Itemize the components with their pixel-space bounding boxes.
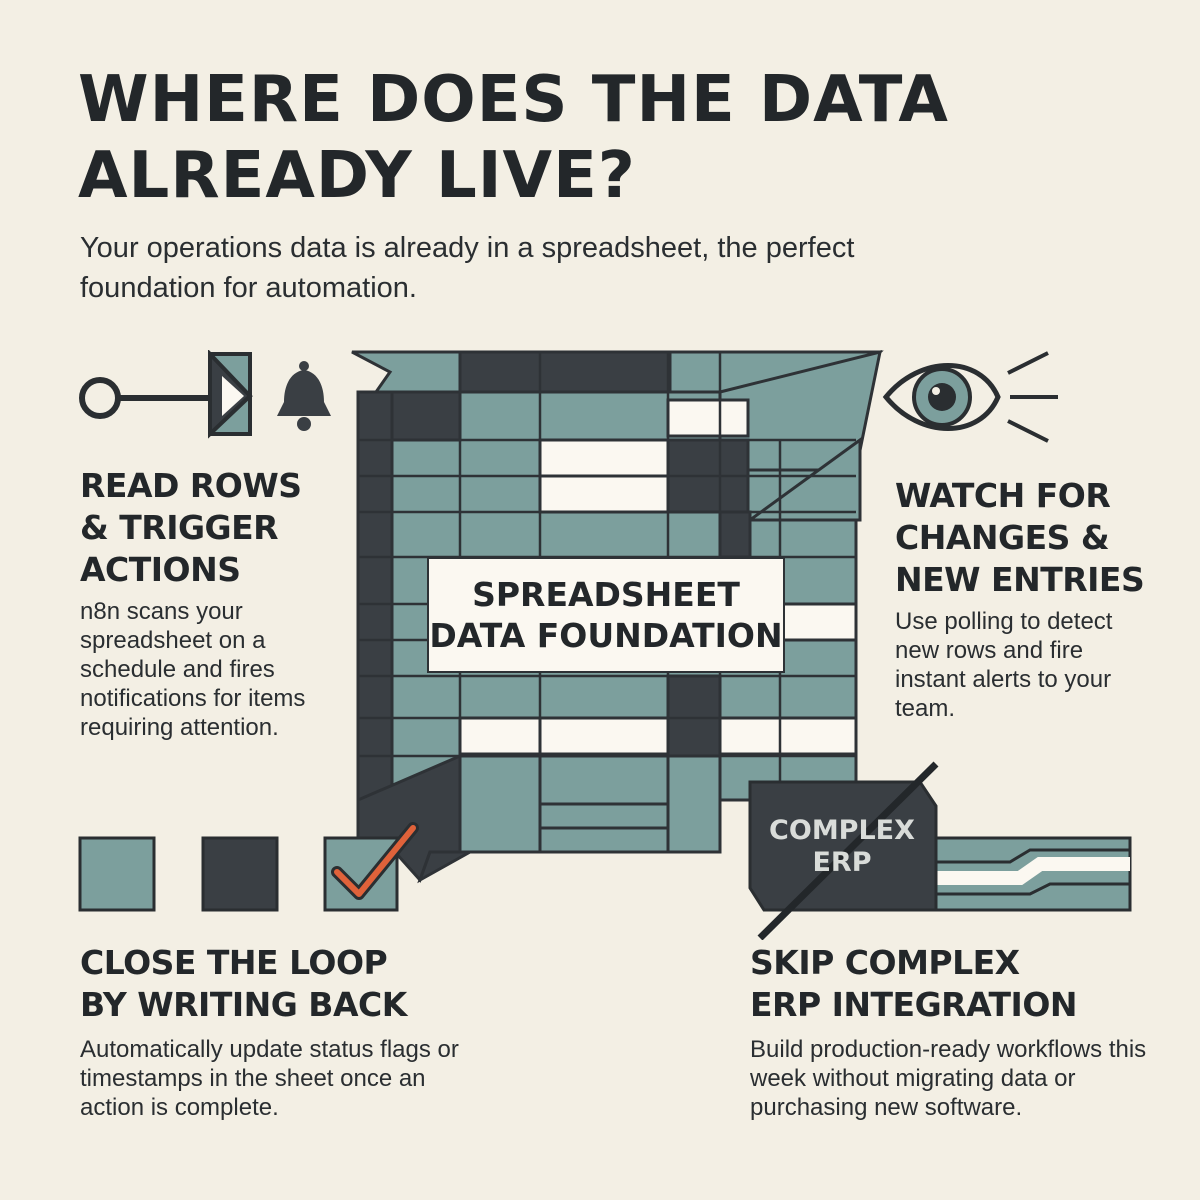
eye-icon [882, 351, 1058, 443]
erp-label-line1: COMPLEX [769, 815, 915, 846]
checkmark-icon [323, 822, 419, 912]
read-rows-icons [79, 350, 331, 439]
arrow-gate-icon [208, 350, 253, 439]
skip-erp-body: Build production-ready workflows this we… [750, 1036, 1147, 1121]
spreadsheet-label-line2: DATA FOUNDATION [429, 616, 783, 655]
crossed-out-erp-icon [748, 761, 1132, 940]
close-loop-heading: CLOSE THE LOOP BY WRITING BACK [80, 943, 407, 1024]
spreadsheet-label: SPREADSHEET DATA FOUNDATION [427, 557, 785, 673]
page-title: WHERE DOES THE DATA ALREADY LIVE? [78, 63, 949, 213]
spreadsheet-label-line1: SPREADSHEET [472, 575, 740, 614]
teal-square-icon [78, 836, 156, 912]
watch-body: Use polling to detect new rows and fire … [895, 608, 1113, 722]
bell-icon [277, 361, 331, 431]
close-loop-icons [78, 822, 419, 912]
close-loop-body: Automatically update status flags or tim… [80, 1036, 459, 1121]
connector-icon [79, 377, 212, 419]
watch-heading: WATCH FOR CHANGES & NEW ENTRIES [895, 476, 1145, 599]
erp-label: COMPLEX ERP [752, 815, 932, 879]
page-subtitle: Your operations data is already in a spr… [80, 232, 855, 304]
read-rows-heading: READ ROWS & TRIGGER ACTIONS [80, 466, 302, 589]
skip-erp-heading: SKIP COMPLEX ERP INTEGRATION [750, 943, 1078, 1024]
dark-square-icon [201, 836, 279, 912]
read-rows-body: n8n scans your spreadsheet on a schedule… [80, 598, 306, 741]
erp-label-line2: ERP [812, 847, 872, 878]
